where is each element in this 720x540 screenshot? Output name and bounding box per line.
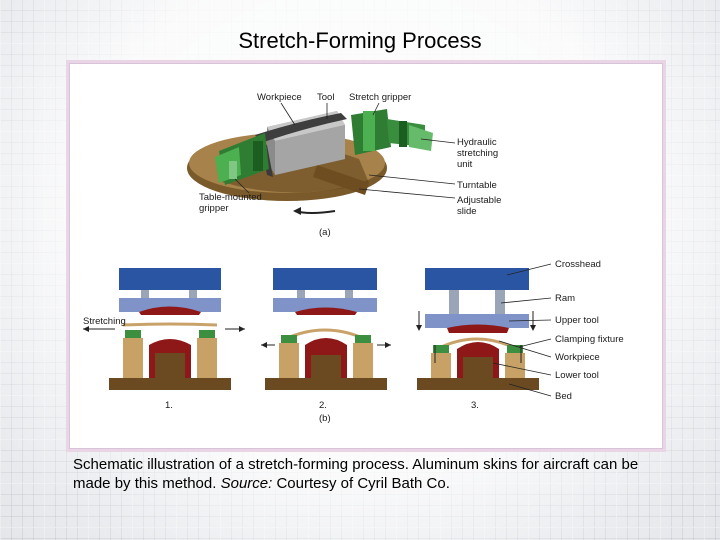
adjustable-slide <box>313 165 369 195</box>
label-ram: Ram <box>555 293 575 304</box>
bed-3 <box>417 378 539 390</box>
bed-1 <box>109 378 231 390</box>
step-3-drawing <box>416 268 539 390</box>
label-adjustable-2: slide <box>457 206 477 217</box>
step-3-number: 3. <box>471 400 479 411</box>
label-adjustable-1: Adjustable <box>457 195 501 206</box>
label-bed: Bed <box>555 391 572 402</box>
label-table-gripper-2: gripper <box>199 203 229 214</box>
label-upper-tool: Upper tool <box>555 315 599 326</box>
leader-lines-b <box>492 263 552 397</box>
label-hydraulic-1: Hydraulic <box>457 137 497 148</box>
label-stretching: Stretching <box>83 316 126 327</box>
label-stretch-gripper: Stretch gripper <box>349 92 411 103</box>
slide-title: Stretch-Forming Process <box>238 28 482 53</box>
label-table-gripper-1: Table-mounted <box>199 192 262 203</box>
figure-drawing: Workpiece Tool Stretch gripper Hydraulic… <box>83 92 624 424</box>
figure-a-drawing <box>187 102 456 215</box>
caption-main-text: Schematic illustration of a stretch-form… <box>73 456 639 492</box>
step-2-number: 2. <box>319 400 327 411</box>
table-mounted-gripper <box>215 133 269 185</box>
figure-caption: Schematic illustration of a stretch-form… <box>73 455 673 493</box>
label-tool: Tool <box>317 92 334 103</box>
label-workpiece-b: Workpiece <box>555 352 600 363</box>
label-hydraulic-3: unit <box>457 159 473 170</box>
caption-source-text: Courtesy of Cyril Bath Co. <box>276 475 450 492</box>
stretch-gripper <box>351 109 433 155</box>
step-1-number: 1. <box>165 400 173 411</box>
workpiece-sheet-a <box>255 113 347 143</box>
caption-b: (b) <box>319 413 331 424</box>
crosshead-3 <box>425 268 529 290</box>
crosshead-2 <box>273 268 377 290</box>
label-crosshead: Crosshead <box>555 259 601 270</box>
bed-2 <box>265 378 387 390</box>
label-hydraulic-2: stretching <box>457 148 498 159</box>
stretch-forming-figure: Workpiece Tool Stretch gripper Hydraulic… <box>66 60 666 452</box>
step-1-drawing <box>83 268 245 390</box>
label-clamping-fixture: Clamping fixture <box>555 334 624 345</box>
workpiece-1 <box>122 322 218 327</box>
label-workpiece-a: Workpiece <box>257 92 302 103</box>
caption-a: (a) <box>319 227 331 238</box>
step-2-drawing <box>261 268 391 390</box>
label-turntable: Turntable <box>457 180 497 191</box>
label-lower-tool: Lower tool <box>555 370 599 381</box>
ram-3 <box>425 314 529 328</box>
caption-source-label: Source: <box>220 475 273 492</box>
crosshead-1 <box>119 268 221 290</box>
ram-2 <box>273 298 377 312</box>
ram-1 <box>119 298 221 312</box>
